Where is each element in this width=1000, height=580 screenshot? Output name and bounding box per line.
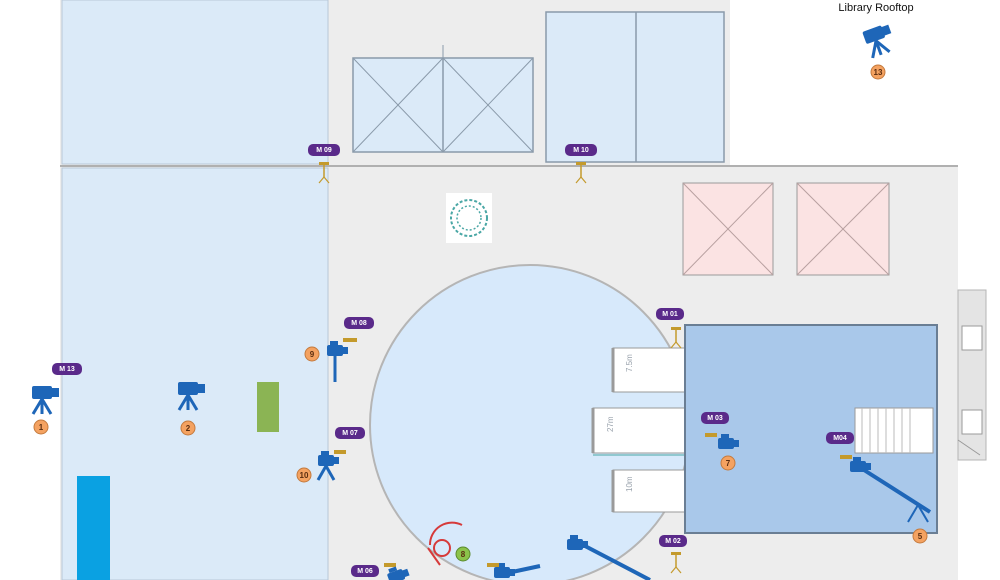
mic-tag-m08 bbox=[344, 317, 374, 329]
truss-upper-right bbox=[545, 11, 725, 163]
crane-arm-bottom bbox=[584, 544, 651, 580]
mic-tag-m09-label: M 09 bbox=[316, 147, 332, 154]
camera-1-badge bbox=[33, 419, 49, 435]
camera-13-number: 13 bbox=[874, 68, 883, 77]
camera-5-badge bbox=[912, 528, 928, 544]
camera-5-number: 5 bbox=[918, 532, 923, 541]
upper-left-zone bbox=[61, 0, 329, 165]
side-door-bottom bbox=[961, 409, 983, 435]
pink-box-left bbox=[682, 182, 774, 276]
camera-8-operator[interactable] bbox=[427, 521, 463, 566]
truss-upper-middle bbox=[352, 45, 534, 153]
mic-tag-m07 bbox=[335, 427, 365, 439]
camera-m06-mic bbox=[384, 563, 396, 567]
camera-2-badge bbox=[180, 420, 196, 436]
camera-10-stand-a bbox=[316, 465, 328, 481]
mic-tag-m08-label: M 08 bbox=[351, 320, 367, 327]
ring-fixture bbox=[446, 193, 492, 243]
mic-tag-m07-label: M 07 bbox=[342, 430, 358, 437]
distance-label-2: 27m bbox=[606, 416, 615, 432]
camera-10-number: 10 bbox=[300, 471, 309, 480]
camera-10-badge bbox=[296, 467, 312, 483]
camera-13-badge bbox=[870, 64, 886, 80]
mic-tag-m03 bbox=[701, 412, 729, 424]
distance-label-3: 10m bbox=[625, 476, 634, 492]
camera-7-badge bbox=[720, 455, 736, 471]
title-label: Library Rooftop bbox=[838, 2, 913, 14]
green-block bbox=[257, 382, 279, 432]
camera-5-crane-leg-a bbox=[907, 504, 919, 523]
mic-tag-m03-label: M 03 bbox=[707, 415, 723, 422]
camera-9-mic bbox=[343, 338, 357, 342]
mic-tag-m13-label: M 13 bbox=[59, 366, 75, 373]
camera-9-number: 9 bbox=[310, 350, 315, 359]
main-stage bbox=[684, 324, 938, 534]
camera-7-mic bbox=[705, 433, 717, 437]
mic-tag-m04 bbox=[826, 432, 854, 444]
camera-1-number: 1 bbox=[39, 423, 44, 432]
camera-bottom-arm bbox=[511, 564, 541, 574]
mic-tag-m10-label: M 10 bbox=[573, 147, 589, 154]
camera-13-icon[interactable] bbox=[860, 21, 899, 60]
mic-tag-m06 bbox=[351, 565, 379, 577]
mic-tag-m09 bbox=[308, 144, 340, 156]
distance-label-1: 7.5m bbox=[625, 354, 634, 372]
platforms bbox=[591, 347, 686, 513]
camera-1-icon[interactable] bbox=[30, 384, 61, 416]
camera-2-number: 2 bbox=[186, 424, 191, 433]
mic-tag-m06-label: M 06 bbox=[357, 568, 373, 575]
camera-5-mic bbox=[840, 455, 852, 459]
side-door-swing bbox=[957, 439, 981, 456]
camera-7-number: 7 bbox=[726, 459, 731, 468]
blue-screen-block bbox=[77, 476, 110, 580]
camera-10-stand-b bbox=[324, 465, 336, 481]
mic-tag-m02-label: M 02 bbox=[665, 538, 681, 545]
camera-10-mic bbox=[334, 450, 346, 454]
mic-tag-m04-label: M04 bbox=[833, 435, 847, 442]
side-door-top bbox=[961, 325, 983, 351]
pink-box-right bbox=[796, 182, 890, 276]
camera-8-badge bbox=[455, 546, 471, 562]
mic-tag-m01-label: M 01 bbox=[662, 311, 678, 318]
camera-8-number: 8 bbox=[461, 550, 466, 559]
mic-tag-m13 bbox=[52, 363, 82, 375]
camera-9-badge bbox=[304, 346, 320, 362]
camera-5-crane-leg-b bbox=[917, 504, 929, 523]
mic-tag-m10 bbox=[565, 144, 597, 156]
camera-bottom-mic bbox=[487, 563, 499, 567]
mic-tag-m02 bbox=[659, 535, 687, 547]
mic-tag-m01 bbox=[656, 308, 684, 320]
